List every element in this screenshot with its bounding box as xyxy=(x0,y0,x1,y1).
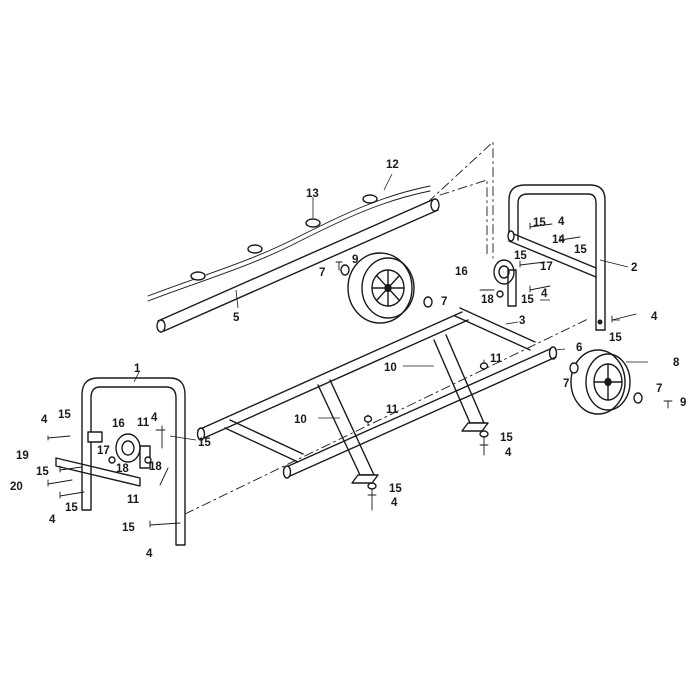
callout-18a: 18 xyxy=(481,294,494,306)
part-1-left-frame xyxy=(55,377,186,546)
callout-7a: 7 xyxy=(319,267,325,279)
callout-4g: 4 xyxy=(41,414,48,426)
callout-labels: 1 2 3 4 4 4 4 4 4 4 4 4 5 6 7 7 7 7 8 9 … xyxy=(10,159,686,560)
callout-4c: 4 xyxy=(651,311,658,323)
callout-9a: 9 xyxy=(352,254,358,266)
callout-9b: 9 xyxy=(680,397,686,409)
part-16-right-hub xyxy=(493,259,517,307)
assembly-guide-lines xyxy=(184,141,591,515)
callout-17b: 17 xyxy=(97,445,110,457)
callout-8: 8 xyxy=(673,357,680,369)
part-10-legs xyxy=(317,334,489,484)
callout-15e: 15 xyxy=(609,332,622,344)
callout-5: 5 xyxy=(233,312,240,324)
part-5-tube xyxy=(156,198,440,333)
callout-17a: 17 xyxy=(540,261,553,273)
callout-11d: 11 xyxy=(127,494,140,506)
part-12-cable xyxy=(147,185,431,302)
callout-4b: 4 xyxy=(541,288,548,300)
leader-lines xyxy=(133,173,648,441)
callout-1: 1 xyxy=(134,363,141,375)
upper-wheel xyxy=(347,252,415,324)
hardware-fasteners xyxy=(47,222,673,528)
callout-7d: 7 xyxy=(656,383,662,395)
callout-15a: 15 xyxy=(533,217,546,229)
callout-4a: 4 xyxy=(558,216,565,228)
part-8-wheel xyxy=(570,349,631,415)
callout-10b: 10 xyxy=(294,414,307,426)
callout-7b: 7 xyxy=(441,296,447,308)
callout-19: 19 xyxy=(16,450,29,462)
callout-15l: 15 xyxy=(122,522,135,534)
callout-10a: 10 xyxy=(384,362,397,374)
callout-15h: 15 xyxy=(58,409,71,421)
part-3-base-frame xyxy=(196,307,558,479)
callout-15b: 15 xyxy=(574,244,587,256)
callout-4e: 4 xyxy=(391,497,398,509)
callout-12: 12 xyxy=(386,159,399,171)
callout-15d: 15 xyxy=(521,294,534,306)
callout-15c: 15 xyxy=(514,250,527,262)
callout-18b: 18 xyxy=(116,463,129,475)
callout-11b: 11 xyxy=(386,404,399,416)
callout-20: 20 xyxy=(10,481,23,493)
callout-15g: 15 xyxy=(389,483,402,495)
callout-6: 6 xyxy=(576,342,582,354)
callout-18c: 18 xyxy=(149,461,162,473)
callout-15k: 15 xyxy=(65,502,78,514)
callout-4d: 4 xyxy=(505,447,512,459)
callout-14: 14 xyxy=(552,234,565,246)
callout-15f: 15 xyxy=(500,432,513,444)
callout-3: 3 xyxy=(519,315,525,327)
callout-15j: 15 xyxy=(36,466,49,478)
callout-11a: 11 xyxy=(490,353,503,365)
callout-15i: 15 xyxy=(198,437,211,449)
callout-13: 13 xyxy=(306,188,319,200)
callout-4f: 4 xyxy=(151,412,158,424)
callout-2: 2 xyxy=(631,262,637,274)
callout-4i: 4 xyxy=(146,548,153,560)
callout-11c: 11 xyxy=(137,417,150,429)
callout-16b: 16 xyxy=(112,418,125,430)
callout-4h: 4 xyxy=(49,514,56,526)
callout-16a: 16 xyxy=(455,266,468,278)
callout-7c: 7 xyxy=(563,378,569,390)
part-2-right-frame xyxy=(507,184,606,331)
